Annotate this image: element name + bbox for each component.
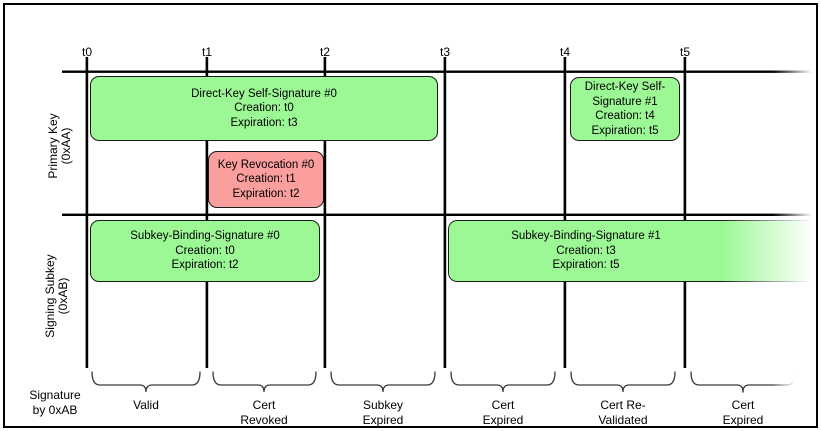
segment-label-cert-expired-1: Cert Expired <box>482 398 524 427</box>
signature-box-key-revocation-0[interactable]: Key Revocation #0 Creation: t1 Expiratio… <box>208 151 324 208</box>
segment-label-cert-revoked: Cert Revoked <box>240 398 288 427</box>
signature-title: Direct-Key Self- <box>584 81 666 93</box>
signature-box-direct-key-self-signature-1[interactable]: Direct-Key Self- Signature #1 Creation: … <box>570 77 680 141</box>
diagram-frame <box>3 3 818 428</box>
signature-title-cont: Signature #1 <box>592 95 658 108</box>
tick-label-t2: t2 <box>319 45 331 59</box>
tick-label-t0: t0 <box>81 45 93 59</box>
segment-label-cert-expired-2: Cert Expired <box>722 398 764 427</box>
signature-expiration: Expiration: t5 <box>552 259 620 272</box>
signature-title: Key Revocation #0 <box>217 158 315 171</box>
signature-box-subkey-binding-signature-0[interactable]: Subkey-Binding-Signature #0 Creation: t0… <box>90 220 320 282</box>
signature-creation: Creation: t1 <box>236 173 296 186</box>
tick-label-t4: t4 <box>559 45 571 59</box>
axis-subkey-top <box>62 213 812 216</box>
segment-label-valid: Valid <box>133 398 159 412</box>
signature-box-direct-key-self-signature-0[interactable]: Direct-Key Self-Signature #0 Creation: t… <box>90 76 438 141</box>
signature-title: Direct-Key Self-Signature #0 <box>191 87 337 100</box>
signature-creation: Creation: t3 <box>556 244 616 257</box>
segment-label-subkey-expired: Subkey Expired <box>362 398 404 427</box>
time-gridlines <box>85 57 687 368</box>
tick-label-t1: t1 <box>201 45 213 59</box>
signature-creation: Creation: t0 <box>175 244 235 257</box>
legend-caption: Signature by 0xAB <box>29 388 81 417</box>
segment-label-cert-revalidated: Cert Re- Validated <box>598 398 648 427</box>
signature-box-subkey-binding-signature-1[interactable]: Subkey-Binding-Signature #1 Creation: t3… <box>448 220 813 282</box>
signature-title: Subkey-Binding-Signature #1 <box>511 230 661 243</box>
segment-braces <box>91 371 796 393</box>
signature-expiration: Expiration: t2 <box>171 259 239 272</box>
axis-primary-top <box>62 70 812 73</box>
tick-label-t3: t3 <box>439 45 451 59</box>
signature-title: Subkey-Binding-Signature #0 <box>130 230 280 243</box>
signature-expiration: Expiration: t3 <box>230 116 298 129</box>
signature-expiration: Expiration: t5 <box>591 124 659 137</box>
row-label-signing-subkey: Signing Subkey (0xAB) <box>43 254 70 338</box>
signature-expiration: Expiration: t2 <box>232 187 300 200</box>
signature-creation: Creation: t4 <box>595 110 655 122</box>
row-label-primary-key: Primary Key (0xAA) <box>46 113 73 179</box>
signature-creation: Creation: t0 <box>234 102 294 115</box>
tick-label-t5: t5 <box>679 45 691 59</box>
